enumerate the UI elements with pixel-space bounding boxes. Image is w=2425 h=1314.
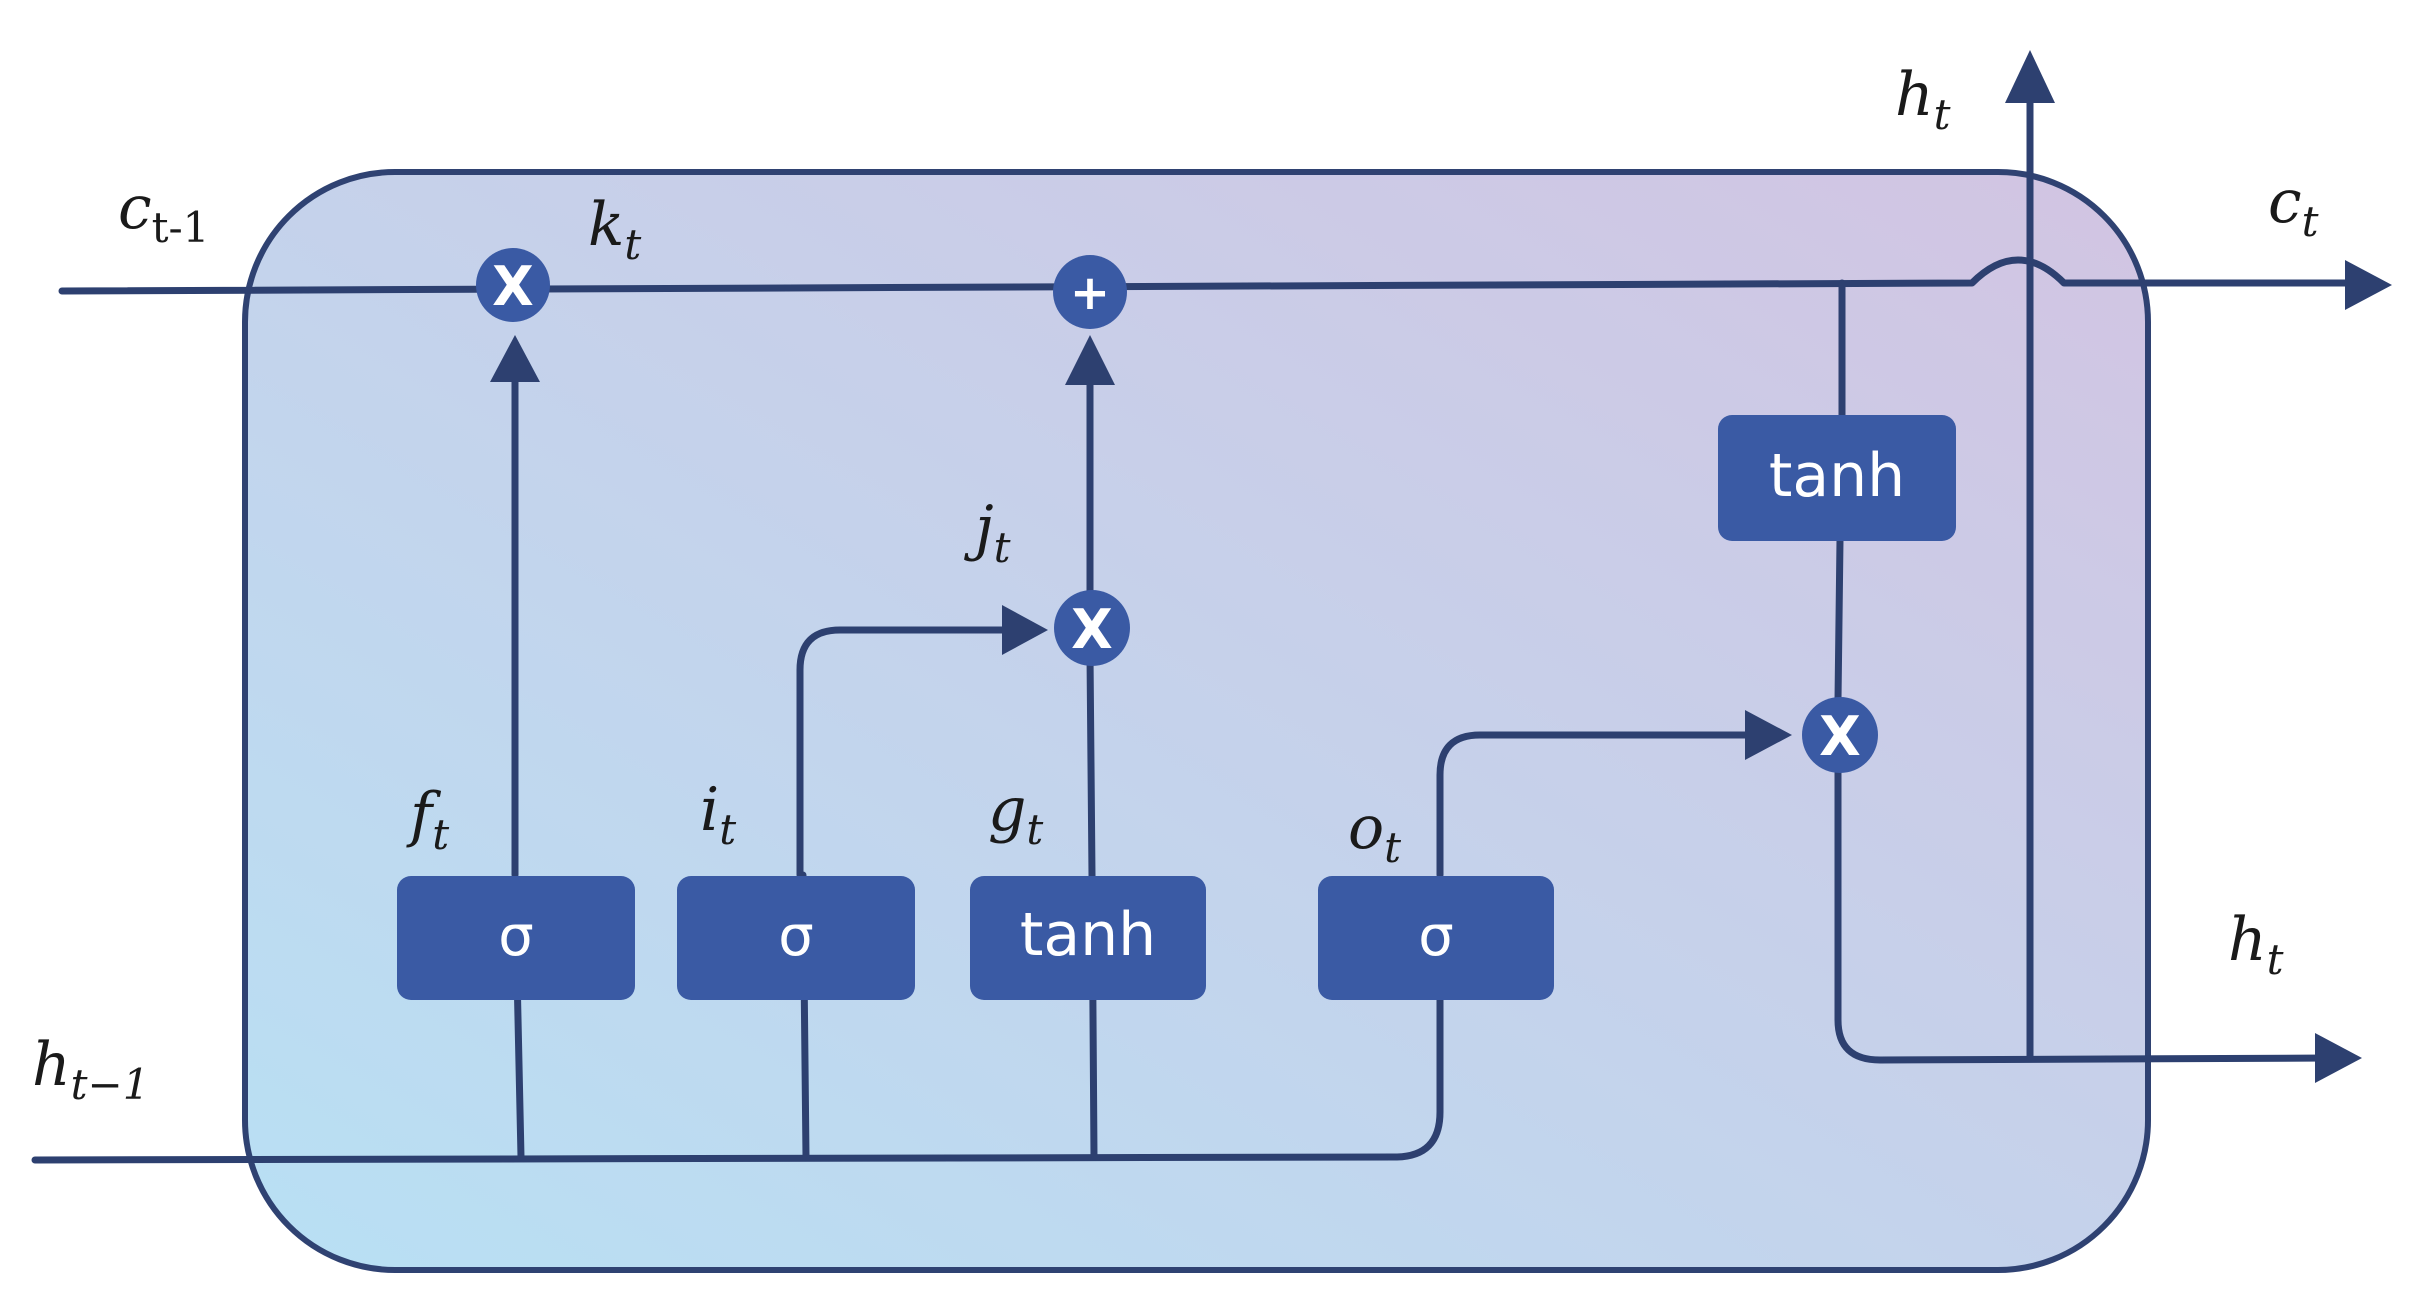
cell-state-line	[58, 256, 2354, 295]
label-i-t: it	[700, 775, 736, 854]
cell-tanh-gate: tanh	[1718, 415, 1956, 541]
forget-mul-op: X	[476, 248, 550, 322]
h-up-arrowhead	[2005, 50, 2055, 103]
input-gate-label: σ	[778, 904, 814, 969]
label-h-prev: ht−1	[32, 1030, 149, 1109]
gates: σ σ tanh σ tanh	[397, 415, 1956, 1000]
label-h-right: ht	[2228, 905, 2284, 984]
label-c-prev: ct-1	[118, 173, 209, 252]
input-mul-op: X	[1054, 590, 1130, 666]
candidate-to-mul	[1086, 651, 1096, 879]
cell-add-symbol: +	[1070, 265, 1110, 321]
cell-add-op: +	[1053, 255, 1127, 329]
label-k-t: kt	[588, 190, 641, 269]
forget-arrowhead	[490, 335, 540, 382]
arrowheads	[490, 50, 2392, 1083]
output-mul-to-h	[1834, 766, 2334, 1064]
label-o-t: ot	[1348, 793, 1401, 872]
output-mul-symbol: X	[1819, 705, 1861, 768]
output-gate-path	[1436, 731, 1759, 879]
hidden-output-arrowhead	[2315, 1033, 2362, 1083]
operators: X + X X	[476, 248, 1878, 773]
candidate-gate-label: tanh	[1020, 900, 1156, 970]
input-gate-path	[796, 626, 1014, 879]
output-gate: σ	[1318, 876, 1554, 1000]
forget-gate-label: σ	[498, 904, 534, 969]
cell-state-arrowhead	[2345, 260, 2392, 310]
add-arrowhead	[1065, 335, 1115, 385]
input-gate: σ	[677, 876, 915, 1000]
output-mul-op: X	[1802, 697, 1878, 773]
label-h-top: ht	[1895, 60, 1951, 139]
forget-gate: σ	[397, 876, 635, 1000]
output-gate-label: σ	[1418, 904, 1454, 969]
output-arrowhead	[1745, 710, 1792, 760]
label-c-t: ct	[2268, 167, 2319, 246]
label-g-t: gt	[988, 775, 1043, 854]
input-arrowhead	[1002, 605, 1048, 655]
candidate-gate: tanh	[970, 876, 1206, 1000]
forget-mul-symbol: X	[492, 255, 534, 318]
input-mul-symbol: X	[1071, 598, 1113, 661]
tanh-to-output-mul	[1834, 536, 1844, 704]
hidden-input-line	[31, 931, 1444, 1164]
cell-tanh-label: tanh	[1769, 441, 1905, 511]
